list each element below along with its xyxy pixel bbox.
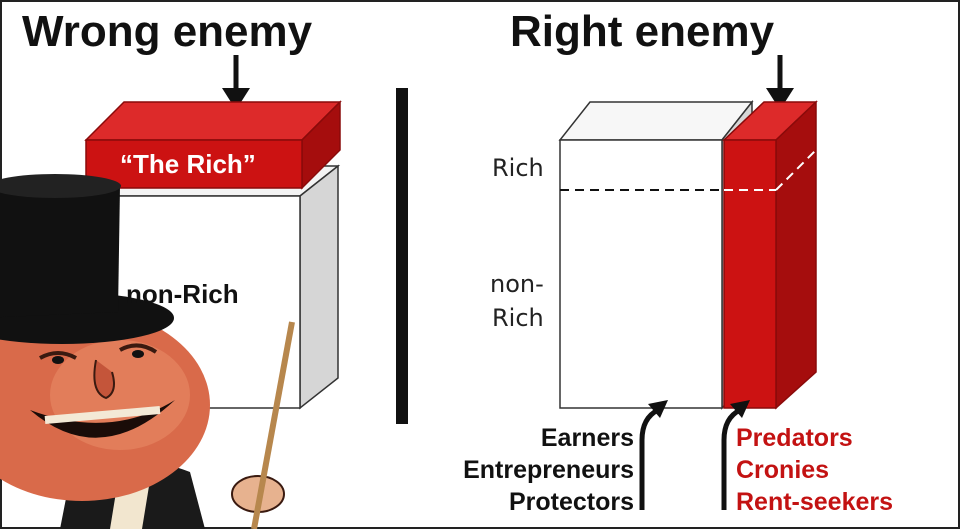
group-entrepreneurs: Entrepreneurs — [463, 456, 634, 484]
group-predators: Predators — [736, 424, 853, 452]
right-nonrich-label-line2: Rich — [492, 304, 544, 332]
right-white-column — [558, 99, 754, 410]
the-rich-label: “The Rich” — [120, 149, 256, 179]
panel-divider — [396, 88, 408, 424]
group-earners: Earners — [540, 424, 634, 452]
left-panel-title: Wrong enemy — [22, 7, 313, 56]
wrong-enemy-arrow — [222, 55, 250, 110]
good-groups-arrow — [639, 400, 668, 510]
group-cronies: Cronies — [736, 456, 830, 484]
right-red-column — [722, 100, 818, 410]
left-nonrich-label: non-Rich — [126, 279, 239, 309]
right-panel-title: Right enemy — [510, 7, 775, 56]
bad-groups-arrow — [721, 400, 750, 510]
group-protectors: Protectors — [508, 488, 634, 516]
group-rent-seekers: Rent-seekers — [736, 488, 894, 516]
right-rich-label: Rich — [492, 154, 544, 182]
left-rich-slab — [84, 100, 342, 190]
right-enemy-arrow — [766, 55, 794, 110]
right-nonrich-label-line1: non- — [490, 270, 544, 298]
mascot-illustration — [0, 174, 295, 529]
